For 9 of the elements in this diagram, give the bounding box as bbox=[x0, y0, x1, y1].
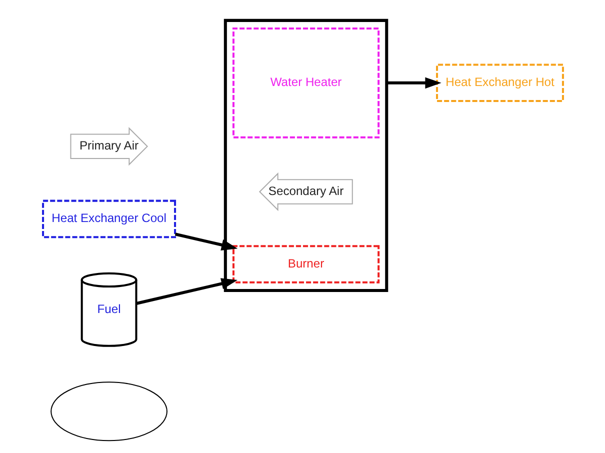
node-box: Burner bbox=[232, 245, 380, 284]
arrow bbox=[386, 77, 441, 89]
node-box: Water Heater bbox=[232, 28, 380, 138]
arrow bbox=[174, 232, 238, 250]
arrow bbox=[135, 278, 238, 305]
node-box: Heat Exchanger Hot bbox=[436, 64, 564, 102]
node-cloud bbox=[50, 382, 167, 442]
node-box: Heat Exchanger Cool bbox=[42, 200, 176, 238]
cluster bbox=[223, 18, 388, 292]
